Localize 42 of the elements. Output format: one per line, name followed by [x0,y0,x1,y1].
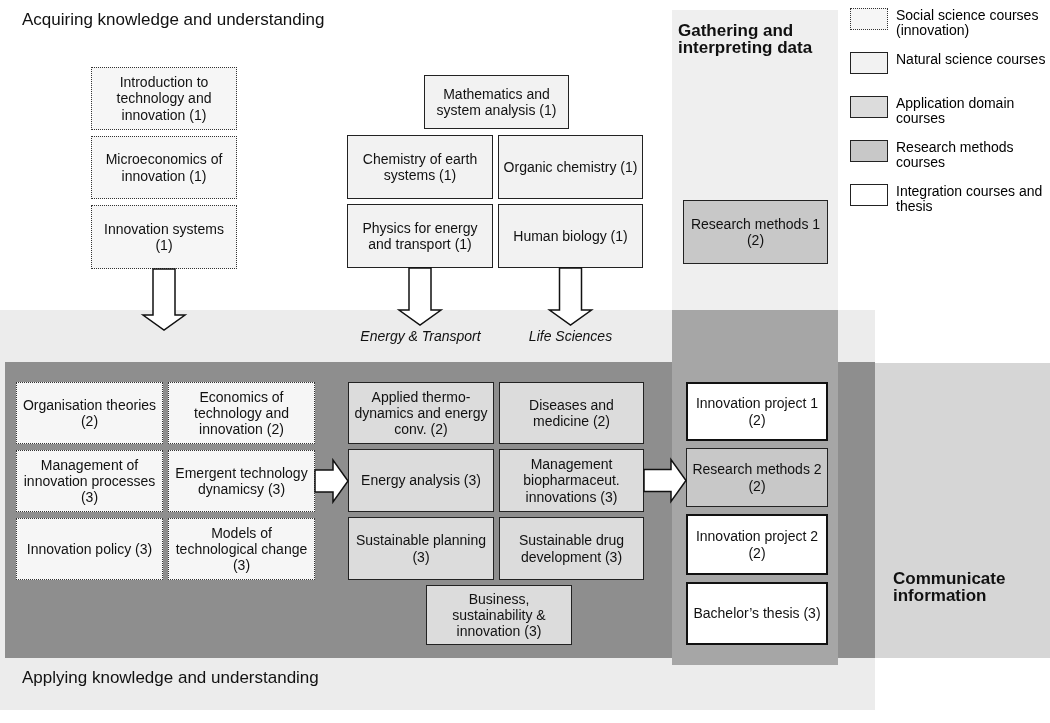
section-label: Gathering and interpreting data [678,22,814,56]
course-box: Innovation systems (1) [91,205,237,269]
legend-text: Social science courses (innovation) [896,8,1040,39]
course-box: Sustainable drug development (3) [499,517,644,580]
course-box: Business, sustainability & innovation (3) [426,585,572,645]
course-box: Human biology (1) [498,204,643,268]
course-box: Research methods 2 (2) [686,448,828,507]
course-box: Bachelor’s thesis (3) [686,582,828,645]
section-label: Communicate information [893,570,1007,604]
track-label: Energy & Transport [347,325,494,347]
course-box: Chemistry of earth systems (1) [347,135,493,199]
block-arrow [314,457,349,505]
course-box: Innovation project 1 (2) [686,382,828,441]
course-box: Innovation policy (3) [16,518,163,580]
course-box: Management of innovation processes (3) [16,450,163,512]
block-arrow [396,267,444,326]
course-box: Economics of technology and innovation (2) [168,382,315,444]
course-box: Introduction to technology and innovation (1) [91,67,237,130]
course-box: Applied thermo-dynamics and energy conv. (2) [348,382,494,444]
section-heading: Applying knowledge and understanding [22,668,319,688]
block-arrow [140,268,188,331]
course-box: Sustainable planning (3) [348,517,494,580]
legend-text: Natural science courses [896,52,1046,68]
course-box: Management biopharmaceut. innovations (3) [499,449,644,512]
course-box: Organic chemistry (1) [498,135,643,199]
course-box: Physics for energy and transport (1) [347,204,493,268]
track-label: Life Sciences [498,325,643,347]
course-box: Energy analysis (3) [348,449,494,512]
course-box: Microeconomics of innovation (1) [91,136,237,199]
course-box: Emergent technology dynamicsy (3) [168,450,315,512]
block-arrow [547,267,594,326]
legend-text: Research methods courses [896,140,1015,171]
course-box: Innovation project 2 (2) [686,514,828,575]
course-box: Organisation theories (2) [16,382,163,444]
block-arrow [643,457,687,504]
course-box: Mathematics and system analysis (1) [424,75,569,129]
course-box: Diseases and medicine (2) [499,382,644,444]
section-heading: Acquiring knowledge and understanding [22,10,325,30]
legend-text: Application domain courses [896,96,1016,127]
course-box: Research methods 1 (2) [683,200,828,264]
course-box: Models of technological change (3) [168,518,315,580]
legend-text: Integration courses and thesis [896,184,1044,215]
